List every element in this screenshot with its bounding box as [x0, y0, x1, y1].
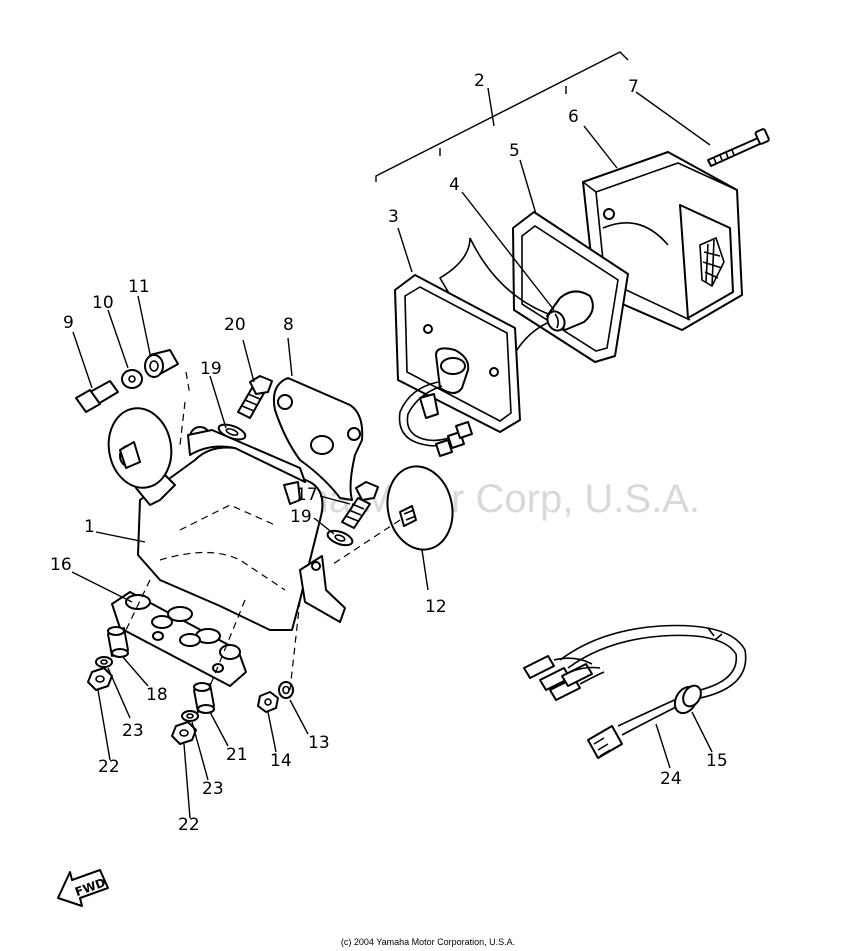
wire-harness[interactable] — [523, 624, 747, 759]
callout-21: 21 — [226, 745, 248, 765]
callout-11: 11 — [128, 277, 150, 297]
reflector-pattern — [699, 236, 725, 288]
lens-gasket[interactable] — [512, 211, 629, 363]
copyright-notice: (c) 2004 Yamaha Motor Corporation, U.S.A… — [340, 937, 516, 947]
collar-18[interactable] — [107, 626, 129, 658]
callout-20: 20 — [224, 315, 246, 335]
callout-12: 12 — [425, 597, 447, 617]
nut-22-left[interactable] — [87, 667, 113, 691]
callout-4: 4 — [449, 175, 460, 195]
nut-14[interactable] — [257, 691, 279, 713]
leader-lines — [71, 91, 713, 819]
callout-13: 13 — [308, 733, 330, 753]
callout-8: 8 — [283, 315, 294, 335]
socket-wiring — [398, 381, 473, 457]
washer-23-right[interactable] — [181, 710, 199, 722]
lens-screw[interactable] — [707, 128, 770, 167]
callout-15: 15 — [706, 751, 728, 771]
callout-22-left: 22 — [98, 757, 120, 777]
callout-9: 9 — [63, 313, 74, 333]
assembly-guides — [125, 371, 401, 691]
callout-numbers: 2 7 6 5 4 3 11 10 9 20 8 19 17 19 1 16 1… — [50, 71, 728, 835]
washer-23-left[interactable] — [95, 656, 113, 668]
collar-21[interactable] — [193, 682, 215, 714]
washer-19-lower[interactable] — [326, 528, 355, 548]
forward-direction-arrow: FWD — [57, 869, 109, 907]
callout-10: 10 — [92, 293, 114, 313]
tail-bracket[interactable] — [135, 426, 346, 631]
callout-18: 18 — [146, 685, 168, 705]
callout-17: 17 — [296, 485, 318, 505]
right-reflector[interactable] — [380, 460, 460, 555]
washer-13[interactable] — [278, 681, 294, 699]
bolt-17[interactable] — [341, 481, 379, 529]
callout-24: 24 — [660, 769, 682, 789]
bolt-9[interactable] — [75, 380, 119, 413]
plate-gasket[interactable] — [272, 377, 364, 501]
callout-5: 5 — [509, 141, 520, 161]
washer-10[interactable] — [121, 369, 143, 389]
callout-7: 7 — [628, 77, 639, 97]
assembly-bracket — [375, 51, 629, 182]
tail-bulb[interactable] — [544, 290, 594, 333]
callout-23-right: 23 — [202, 779, 224, 799]
callout-14: 14 — [270, 751, 292, 771]
harness-grommet[interactable] — [670, 682, 704, 717]
callout-22-right: 22 — [178, 815, 200, 835]
callout-19-lower: 19 — [290, 507, 312, 527]
bolt-20[interactable] — [237, 375, 273, 419]
callout-2: 2 — [474, 71, 485, 91]
grommet-11[interactable] — [144, 349, 179, 378]
callout-19-upper: 19 — [200, 359, 222, 379]
callout-3: 3 — [388, 207, 399, 227]
nut-22-right[interactable] — [171, 721, 197, 745]
callout-6: 6 — [568, 107, 579, 127]
callout-1: 1 — [84, 517, 95, 537]
callout-16: 16 — [50, 555, 72, 575]
callout-23-left: 23 — [122, 721, 144, 741]
damper-strip[interactable] — [111, 591, 247, 687]
left-reflector[interactable] — [103, 403, 178, 493]
